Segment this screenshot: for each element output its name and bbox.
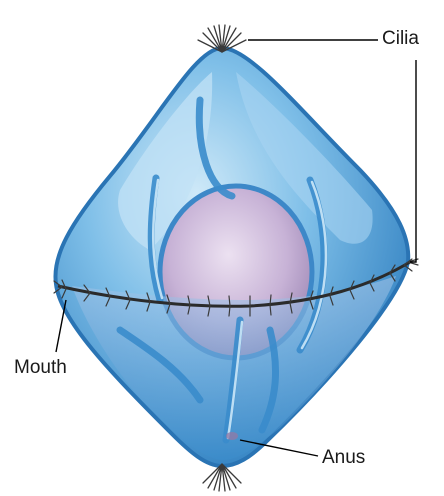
posterior-cilia-tuft <box>203 464 241 491</box>
mouth-label: Mouth <box>14 358 67 377</box>
mouth-leader <box>56 300 66 352</box>
anus-opening <box>226 432 238 440</box>
anus-label: Anus <box>322 448 365 467</box>
apical-cilia-tuft <box>198 25 246 52</box>
cilia-leader-side <box>410 60 416 262</box>
cilia-label: Cilia <box>382 29 419 48</box>
